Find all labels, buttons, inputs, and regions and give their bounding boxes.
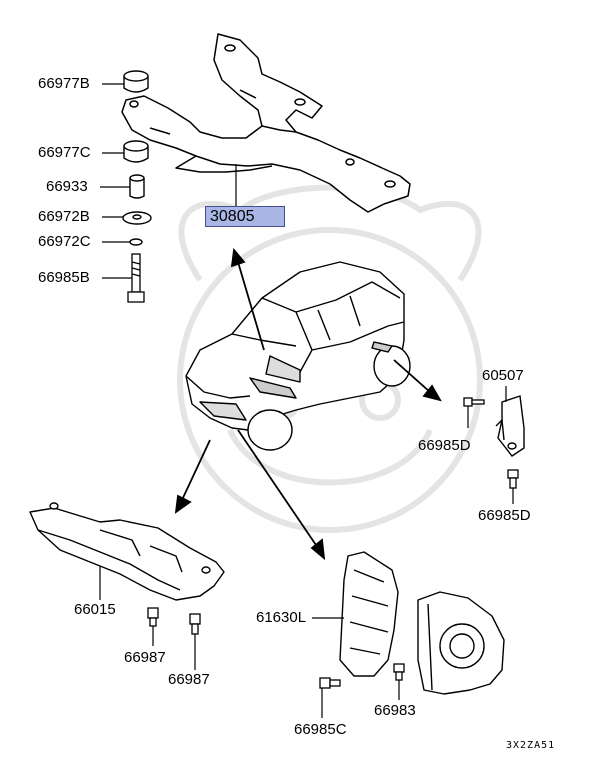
part-label-66972B[interactable]: 66972B bbox=[38, 208, 90, 225]
bush-66977B bbox=[123, 70, 149, 93]
collar-66933 bbox=[129, 174, 145, 199]
part-label-60507[interactable]: 60507 bbox=[482, 367, 524, 384]
arrows bbox=[174, 247, 442, 561]
washer-66972B bbox=[122, 211, 152, 225]
part-label-66977B[interactable]: 66977B bbox=[38, 75, 90, 92]
washer-66972C bbox=[129, 238, 143, 246]
part-label-66983[interactable]: 66983 bbox=[374, 702, 416, 719]
bolt-66983 bbox=[393, 663, 405, 681]
part-label-66933[interactable]: 66933 bbox=[46, 178, 88, 195]
part-label-61630L[interactable]: 61630L bbox=[256, 609, 307, 626]
diagram-code: 3X2ZA51 bbox=[506, 740, 556, 751]
vehicle-body bbox=[185, 261, 411, 451]
part-label-66987-b[interactable]: 66987 bbox=[168, 671, 210, 688]
clip-66987-b bbox=[189, 613, 201, 635]
part-label-66985B[interactable]: 66985B bbox=[38, 269, 90, 286]
bracket-60507 bbox=[495, 395, 525, 457]
part-label-66987-a[interactable]: 66987 bbox=[124, 649, 166, 666]
part-label-66015[interactable]: 66015 bbox=[74, 601, 116, 618]
part-label-66985C[interactable]: 66985C bbox=[294, 721, 347, 738]
bolt-66985C bbox=[319, 677, 341, 689]
undercover-66015 bbox=[29, 502, 225, 601]
clip-66987-a bbox=[147, 607, 159, 627]
part-label-66972C[interactable]: 66972C bbox=[38, 233, 91, 250]
part-label-30805-highlighted[interactable]: 30805 bbox=[205, 206, 285, 227]
part-label-66985D-lower[interactable]: 66985D bbox=[478, 507, 531, 524]
inner-fender bbox=[417, 591, 505, 695]
bush-66977C bbox=[123, 140, 149, 163]
part-label-66977C[interactable]: 66977C bbox=[38, 144, 91, 161]
crossmember-30805 bbox=[121, 33, 411, 213]
part-label-66985D-upper[interactable]: 66985D bbox=[418, 437, 471, 454]
bolt-66985D-lower bbox=[507, 469, 519, 489]
bolt-66985B bbox=[127, 253, 145, 303]
splash-shield-61630L bbox=[339, 551, 399, 677]
